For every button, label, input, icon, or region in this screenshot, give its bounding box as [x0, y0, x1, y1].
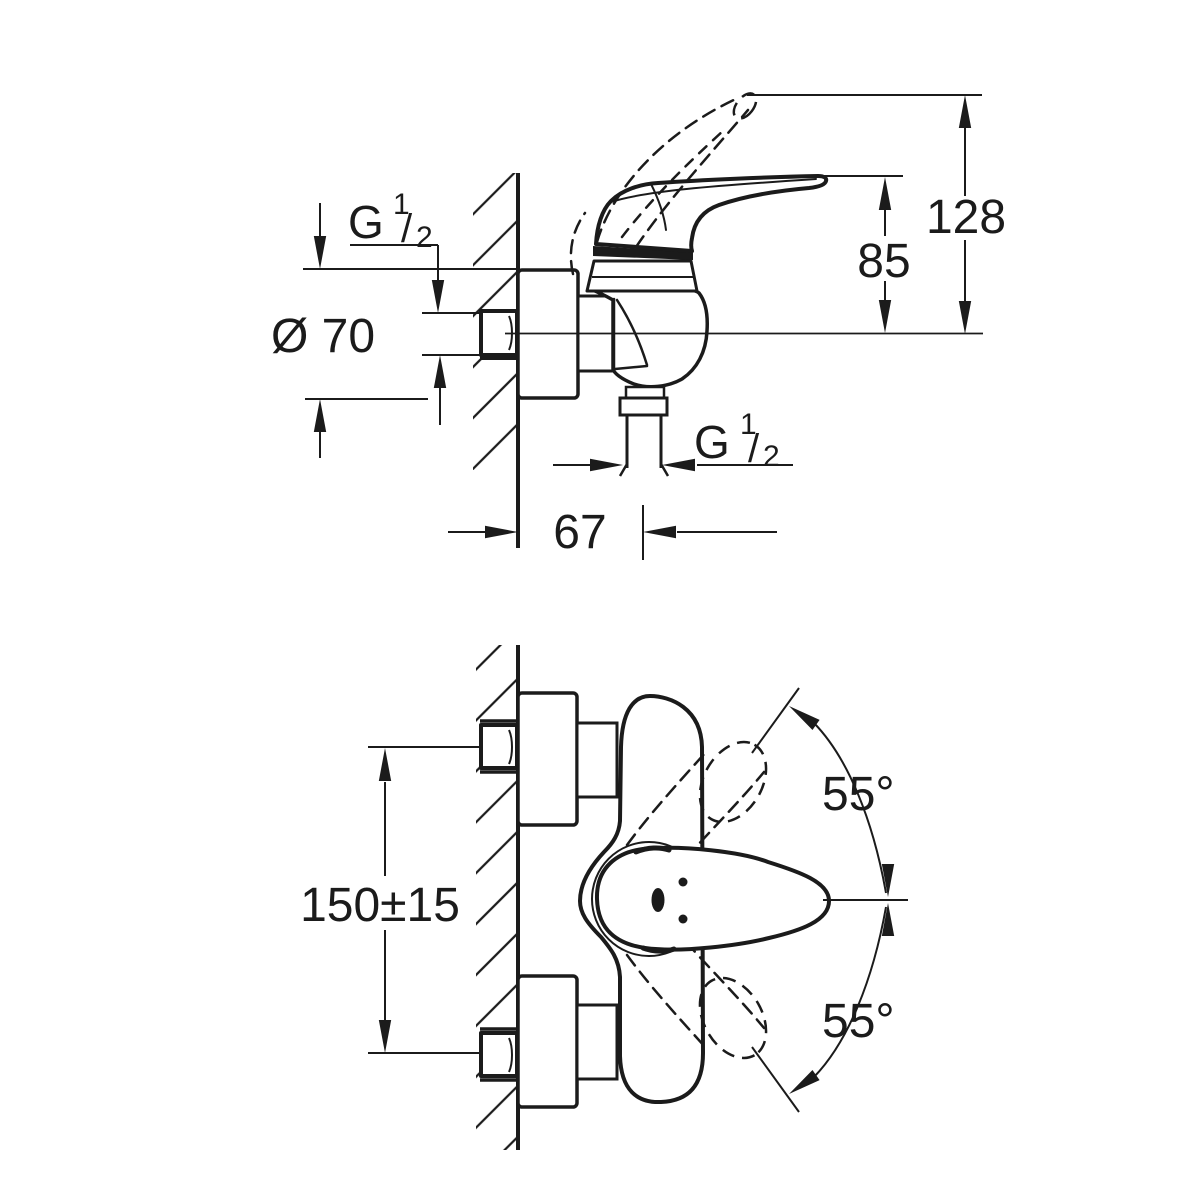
dimension-label: 2: [763, 440, 780, 473]
escutcheon: [516, 974, 579, 1109]
arrowhead: [590, 458, 623, 472]
arrowhead: [785, 700, 820, 731]
arrowhead: [378, 1020, 392, 1053]
bottom-connection: [479, 974, 619, 1109]
lever-handle-front: [594, 845, 832, 954]
arrowhead: [378, 748, 392, 781]
dimension-label: G: [694, 416, 730, 468]
dimension-label: 55°: [822, 995, 895, 1048]
lever-swing-down-outline: [625, 940, 768, 1060]
shower-mixer-side: [479, 92, 829, 477]
dimension-label: 1: [393, 188, 410, 221]
dimension-label: /: [748, 427, 760, 471]
dimension-thread-inlet: G 1 / 2: [348, 188, 480, 425]
arrowhead: [313, 399, 327, 432]
nut-flange: [480, 719, 518, 774]
outlet-pipe: [625, 415, 663, 468]
angle-arc: [813, 722, 887, 894]
dimension-total-height: 128: [747, 94, 1006, 334]
nut-chamfer: [508, 1037, 513, 1073]
outlet-collar: [624, 385, 666, 400]
dimension-swing-angle-down: 55°: [751, 903, 895, 1113]
dimension-label: 2: [416, 221, 433, 254]
top-connection: [479, 691, 619, 827]
lever-edge-shading: [633, 845, 677, 954]
dimension-label: Ø 70: [271, 310, 375, 363]
dimension-label: 150±15: [300, 879, 460, 932]
dimension-label: 67: [553, 506, 606, 559]
lever-outline: [594, 845, 832, 952]
dimension-label: 55°: [822, 768, 895, 821]
arrowhead: [785, 1069, 820, 1100]
dimension-label: 85: [857, 235, 910, 288]
arrowhead: [958, 301, 972, 334]
dimension-connection-distance: 150±15: [300, 746, 479, 1054]
swing-arc: [569, 211, 587, 276]
arrowhead: [662, 458, 695, 472]
nut-flange: [480, 1027, 518, 1082]
temperature-indicator-dot: [651, 888, 665, 912]
dimension-handle-height: 85: [820, 175, 911, 333]
arrowhead: [878, 177, 892, 210]
dimension-line: [350, 244, 480, 425]
dimension-line: [368, 746, 479, 1054]
arrowhead: [643, 525, 676, 539]
side-view: G 1 / 2 Ø 70 85 128: [271, 92, 1006, 560]
arrowhead: [431, 280, 445, 313]
lever-handle-side: [594, 174, 829, 253]
dimension-label: 128: [926, 191, 1006, 244]
s-union-connector: [575, 1003, 619, 1081]
indicator-dot: [678, 877, 688, 887]
handle-top-edge-line: [610, 178, 817, 203]
handle-crease-line: [650, 183, 667, 231]
dimension-wall-projection: 67: [448, 505, 777, 560]
pipe-break-ticks: [618, 463, 670, 477]
handle-skirt-band: [593, 246, 693, 260]
arrowhead: [485, 525, 518, 539]
arrowhead: [433, 355, 447, 388]
dimension-thread-outlet: G 1 / 2: [553, 408, 793, 473]
outlet-nut: [618, 396, 669, 417]
s-union-connector: [575, 721, 619, 799]
arrowhead: [958, 95, 972, 128]
dimension-label: G: [348, 196, 384, 248]
wall-section: [473, 173, 520, 548]
arrowhead: [313, 236, 327, 269]
dimension-line: [303, 203, 517, 458]
angle-reference-line: [751, 687, 800, 754]
escutcheon: [516, 691, 579, 827]
nut-chamfer: [508, 729, 513, 765]
angle-reference-line: [751, 1046, 800, 1113]
dimension-escutcheon-diameter: Ø 70: [271, 203, 517, 458]
arrowhead: [878, 300, 892, 333]
dimension-line: [747, 94, 982, 301]
dimension-line: [448, 505, 777, 560]
angle-arc: [813, 906, 887, 1078]
dimension-swing-angle-up: 55°: [751, 687, 895, 897]
dimension-label: 1: [740, 408, 757, 441]
dimension-label: /: [401, 207, 413, 251]
front-view: 150±15 55° 55°: [300, 645, 908, 1150]
indicator-dot: [678, 914, 688, 924]
dimension-line: [820, 175, 903, 300]
